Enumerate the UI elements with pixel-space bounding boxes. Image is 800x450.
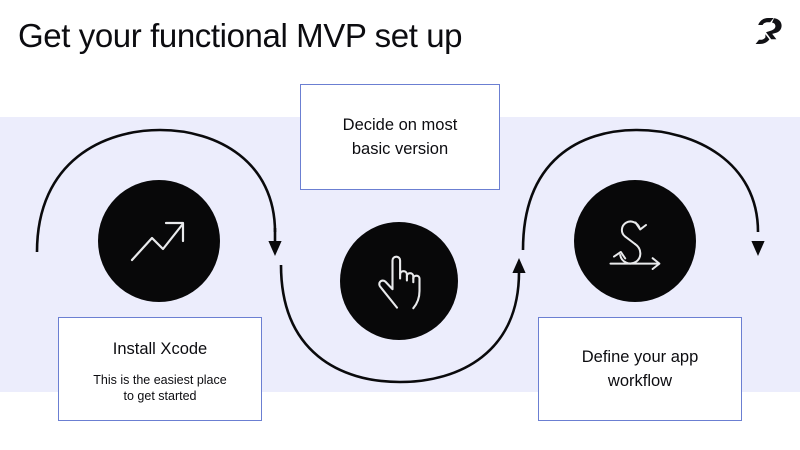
step-2-circle bbox=[340, 222, 458, 340]
step-1-subtitle-line-1: This is the easiest place bbox=[93, 373, 227, 387]
step-3-title: Define your app workflow bbox=[582, 345, 699, 393]
step-3-title-line-2: workflow bbox=[607, 372, 673, 390]
step-3-title-line-1: Define your app bbox=[581, 348, 699, 366]
page-title: Get your functional MVP set up bbox=[18, 17, 463, 54]
step-3-circle bbox=[574, 180, 696, 302]
step-2-title: Decide on most basic version bbox=[343, 113, 458, 161]
brand-r-logo-icon bbox=[752, 14, 786, 48]
step-2-box[interactable]: Decide on most basic version bbox=[300, 84, 500, 190]
step-2-title-line-2: basic version bbox=[351, 140, 449, 158]
trending-up-arrow-icon bbox=[130, 221, 185, 262]
step-1-circle bbox=[98, 180, 220, 302]
step-1-subtitle: This is the easiest place to get started bbox=[93, 372, 226, 404]
agile-sprint-cycle-icon bbox=[609, 220, 661, 270]
step-1-title: Install Xcode bbox=[112, 340, 208, 358]
step-1-box[interactable]: Install Xcode This is the easiest place … bbox=[58, 317, 262, 421]
step-3-box[interactable]: Define your app workflow bbox=[538, 317, 742, 421]
step-2-title-line-1: Decide on most bbox=[342, 116, 458, 134]
pointing-hand-icon bbox=[378, 255, 421, 310]
step-1-subtitle-line-2: to get started bbox=[123, 389, 197, 403]
